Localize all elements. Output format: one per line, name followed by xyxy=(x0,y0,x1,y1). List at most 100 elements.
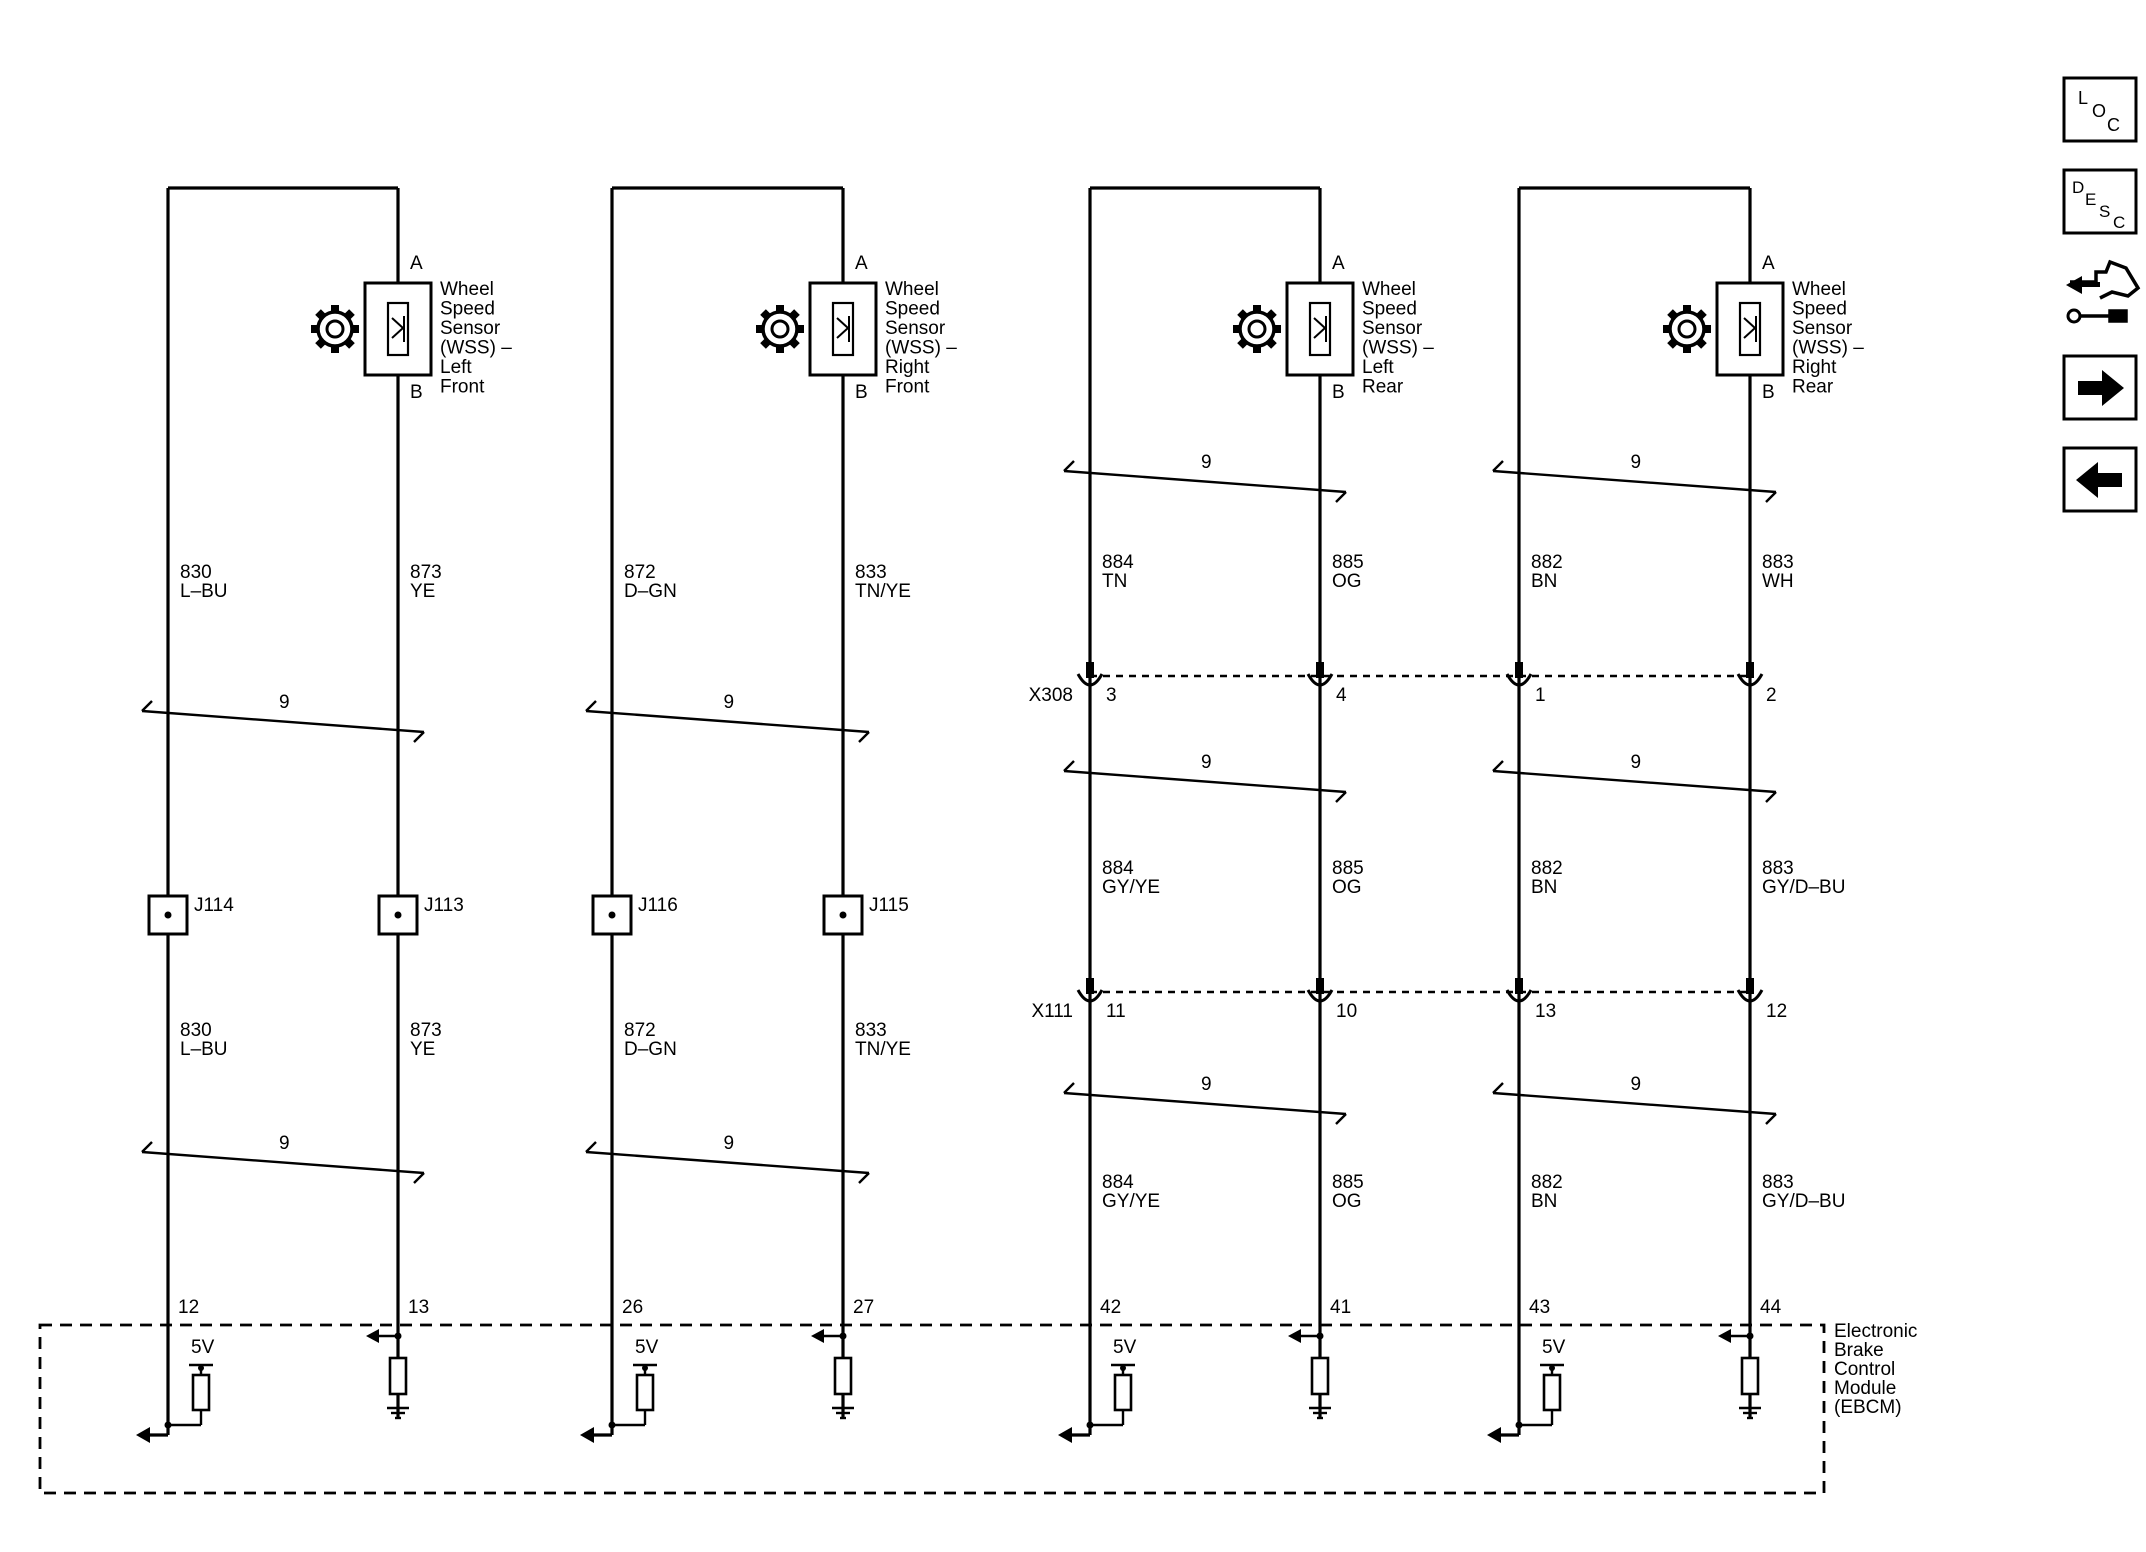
twisted-pair-tick xyxy=(585,700,597,712)
sensor-label-line: Rear xyxy=(1792,377,1834,398)
input-arrow-icon xyxy=(580,1427,594,1443)
module-pin-number: 41 xyxy=(1330,1297,1351,1318)
loc-letter-c: C xyxy=(2107,115,2120,135)
wire-color-label: YE xyxy=(410,581,435,602)
connector-pin-male xyxy=(1316,662,1324,678)
sensor-housing xyxy=(363,281,433,377)
twisted-pair-marker xyxy=(1063,469,1347,494)
supply-voltage-label: 5V xyxy=(1542,1337,1566,1358)
next-page-button[interactable] xyxy=(2062,354,2138,421)
twisted-pair-label: 9 xyxy=(724,1133,735,1154)
connector-pin-male xyxy=(1746,662,1754,678)
sensor-label-line: Left xyxy=(440,357,472,378)
connector-pin-male xyxy=(1316,978,1324,994)
wire-color-label: OG xyxy=(1332,1191,1362,1212)
sensor-coil-symbol xyxy=(391,316,405,342)
connector-pin-female xyxy=(1076,989,1104,1003)
previous-page-button[interactable] xyxy=(2062,446,2138,513)
wire-circuit-label: 884 xyxy=(1102,858,1134,879)
wire-color-label: OG xyxy=(1332,877,1362,898)
pullup-resistor xyxy=(1542,1373,1562,1412)
sensor-coil-symbol xyxy=(1313,316,1327,342)
sensor-label-line: Speed xyxy=(1362,299,1417,320)
twisted-pair-marker xyxy=(141,709,425,734)
wire-circuit-label: 833 xyxy=(855,562,887,583)
module-pin-number: 43 xyxy=(1529,1297,1550,1318)
components-layer xyxy=(38,281,1826,1495)
connector-pin-number: 3 xyxy=(1106,685,1117,706)
splice-dot xyxy=(164,911,172,919)
twisted-pair-tick xyxy=(1492,760,1504,772)
wire-circuit-label: 882 xyxy=(1531,1172,1563,1193)
wire-color-label: D–GN xyxy=(624,1039,677,1060)
gear-hub xyxy=(1247,319,1267,339)
location-button[interactable]: L O C xyxy=(2062,76,2138,143)
module-label-line: (EBCM) xyxy=(1834,1397,1902,1418)
connector-pin-female xyxy=(1306,673,1334,687)
description-button[interactable]: D E S C xyxy=(2062,168,2138,235)
gear-tooth xyxy=(1683,343,1691,353)
module-pin-number: 13 xyxy=(408,1297,429,1318)
connector-pin-number: 1 xyxy=(1535,685,1546,706)
twisted-pair-label: 9 xyxy=(279,692,290,713)
wire-color-label: TN xyxy=(1102,571,1127,592)
module-pin-number: 12 xyxy=(178,1297,199,1318)
module-pin-number: 42 xyxy=(1100,1297,1121,1318)
connector-pin-male xyxy=(1515,978,1523,994)
sensor-pin-b: B xyxy=(1332,382,1345,403)
bias-resistor xyxy=(833,1356,853,1396)
sensor-label-line: Wheel xyxy=(440,279,494,300)
wire-circuit-label: 830 xyxy=(180,562,212,583)
input-arrow-icon xyxy=(1058,1427,1072,1443)
sensor-label-line: Rear xyxy=(1362,377,1404,398)
bias-resistor xyxy=(388,1356,408,1396)
twisted-pair-tick xyxy=(1063,460,1075,472)
loc-letter-l: L xyxy=(2078,88,2088,108)
junction-dot xyxy=(1316,1332,1324,1340)
splice-dot xyxy=(608,911,616,919)
desc-letter-e: E xyxy=(2085,190,2096,209)
connector-pin-male xyxy=(1086,662,1094,678)
wire-color-label: BN xyxy=(1531,877,1557,898)
gear-tooth xyxy=(331,305,339,315)
return-arrow-icon xyxy=(366,1329,379,1343)
gear-tooth xyxy=(776,343,784,353)
supply-node xyxy=(1549,1365,1555,1371)
gear-tooth xyxy=(1253,305,1261,315)
twisted-pair-tick xyxy=(413,731,425,743)
sensor-label-line: (WSS) – xyxy=(885,338,957,359)
return-arrow-icon xyxy=(1718,1329,1731,1343)
sensor-label-line: Speed xyxy=(440,299,495,320)
sensor-coil-symbol xyxy=(836,316,850,342)
wire-color-label: WH xyxy=(1762,571,1794,592)
sensor-label-line: Speed xyxy=(885,299,940,320)
loc-letter-o: O xyxy=(2092,101,2106,121)
twisted-pair-tick xyxy=(413,1172,425,1184)
wire-color-label: L–BU xyxy=(180,581,228,602)
connector-pin-number: 2 xyxy=(1766,685,1777,706)
sensor-pin-b: B xyxy=(1762,382,1775,403)
junction-dot xyxy=(608,1421,616,1429)
twisted-pair-tick xyxy=(1335,791,1347,803)
wire-circuit-label: 884 xyxy=(1102,552,1134,573)
sensor-label-line: Right xyxy=(885,357,930,378)
input-arrow-icon xyxy=(1487,1427,1501,1443)
twisted-pair-marker xyxy=(1492,469,1777,494)
gear-icon xyxy=(311,305,359,353)
sensor-label-line: Sensor xyxy=(1792,318,1853,339)
twisted-pair-marker xyxy=(585,709,870,734)
wire-color-label: TN/YE xyxy=(855,1039,911,1060)
connector-repair-icon[interactable] xyxy=(2066,259,2141,324)
connector-pin-number: 13 xyxy=(1535,1001,1556,1022)
junction-dot xyxy=(1746,1332,1754,1340)
wire-color-label: YE xyxy=(410,1039,435,1060)
sensor-pin-a: A xyxy=(855,253,868,274)
module-label-line: Brake xyxy=(1834,1340,1884,1361)
desc-letter-c: C xyxy=(2113,213,2125,232)
junction-dot xyxy=(1515,1421,1523,1429)
wire-color-label: BN xyxy=(1531,571,1557,592)
twisted-pair-tick xyxy=(1063,760,1075,772)
wire-circuit-label: 885 xyxy=(1332,552,1364,573)
twisted-pair-tick xyxy=(858,731,870,743)
gear-hub xyxy=(1677,319,1697,339)
